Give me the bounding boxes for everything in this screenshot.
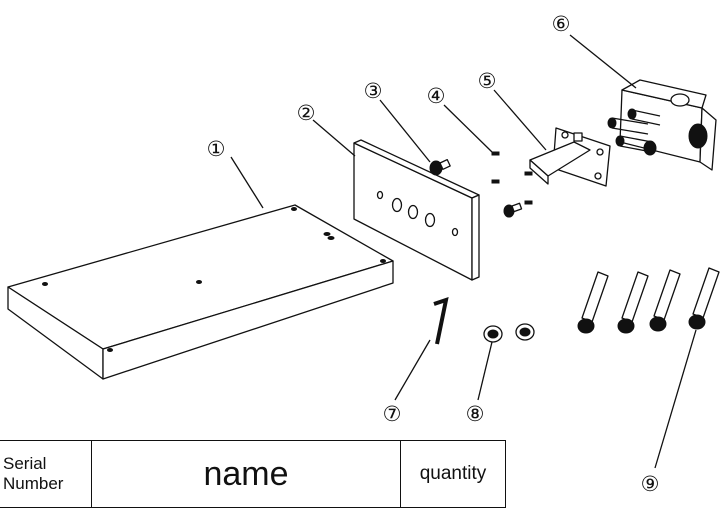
serial-number-header: Serial Number bbox=[0, 440, 92, 508]
callout-5: ⑤ bbox=[478, 69, 497, 93]
callout-6: ⑥ bbox=[552, 12, 571, 36]
serial-header-line1: Serial bbox=[3, 454, 47, 473]
callout-7: ⑦ bbox=[383, 402, 402, 426]
small-screws bbox=[491, 151, 533, 218]
serial-header-line2: Number bbox=[3, 474, 64, 493]
callout-2: ② bbox=[297, 101, 316, 125]
hex-key bbox=[433, 297, 449, 345]
expansion-bolts bbox=[577, 267, 720, 334]
callout-8: ⑧ bbox=[466, 402, 485, 426]
table-header-row: Serial Number name quantity bbox=[0, 440, 506, 508]
base-plate bbox=[7, 204, 394, 380]
name-header: name bbox=[91, 440, 401, 508]
quantity-header: quantity bbox=[400, 440, 506, 508]
mounting-plate bbox=[353, 139, 480, 281]
callout-9: ⑨ bbox=[641, 472, 660, 496]
callout-1: ① bbox=[207, 137, 226, 161]
callout-3: ③ bbox=[364, 79, 383, 103]
junction-box bbox=[607, 79, 717, 171]
bracket bbox=[529, 127, 611, 187]
screw bbox=[429, 158, 451, 176]
parts-table: Serial Number name quantity bbox=[0, 440, 506, 508]
nuts bbox=[483, 323, 535, 343]
callout-4: ④ bbox=[427, 84, 446, 108]
